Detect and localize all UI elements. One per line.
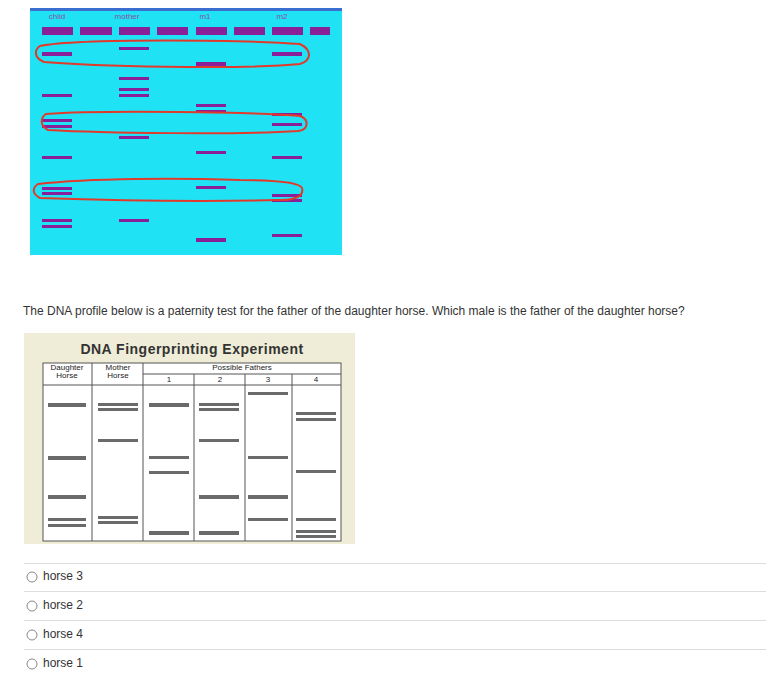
- option-label: horse 2: [43, 599, 83, 612]
- gel-edge: [30, 8, 342, 11]
- table-lines: [43, 363, 341, 541]
- option-label: horse 3: [43, 570, 83, 583]
- column-number: 3: [266, 376, 270, 384]
- question-text: The DNA profile below is a paternity tes…: [23, 305, 685, 318]
- lane-label: mother: [115, 13, 140, 22]
- option-label: horse 1: [43, 657, 83, 670]
- gel-bands: [48, 392, 336, 538]
- column-header: Daughter Horse: [44, 364, 90, 380]
- column-number: 1: [167, 376, 171, 384]
- red-ellipses: [34, 41, 309, 201]
- option-label: horse 4: [43, 628, 83, 641]
- figure-background: [24, 333, 355, 544]
- column-number: 2: [218, 376, 222, 384]
- lane-label: m2: [276, 13, 287, 22]
- lane-label: m1: [199, 13, 210, 22]
- column-number: 4: [314, 376, 318, 384]
- gel-wells: [42, 27, 330, 35]
- gel-background: [30, 8, 342, 255]
- figure-title: DNA Fingerprinting Experiment: [80, 342, 303, 357]
- gel-bands: [42, 47, 302, 242]
- option-separators: [24, 564, 766, 650]
- column-header: Possible Fathers: [212, 364, 272, 372]
- lane-label: child: [49, 13, 65, 22]
- radio-buttons: [27, 572, 37, 669]
- column-header: Mother Horse: [95, 364, 141, 380]
